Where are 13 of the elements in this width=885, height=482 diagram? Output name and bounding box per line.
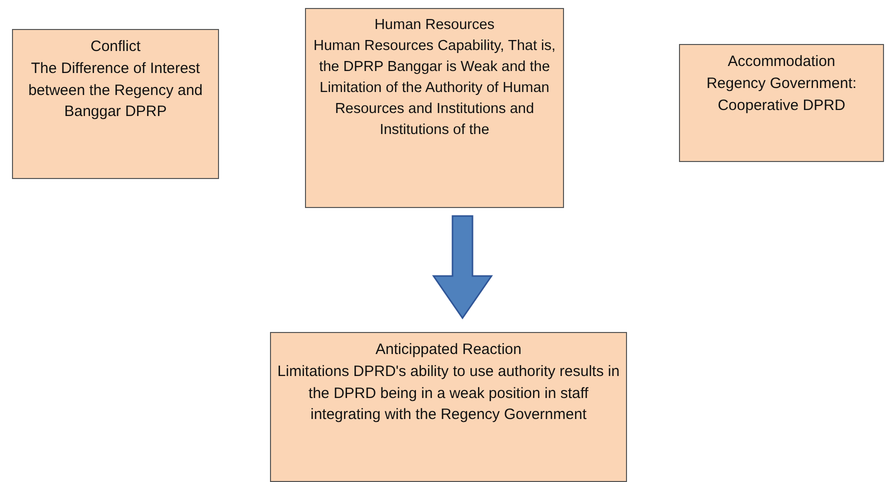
text-box [305, 8, 564, 208]
box-heading: Anticippated Reaction [374, 340, 522, 360]
box-text: Human Resources Capability, That is, the DPRP Banggar is Weak and the Limitation of the Authority of Human Resources and Institutions and Institutions of the [312, 37, 557, 140]
text-box [12, 29, 219, 179]
text-box [270, 332, 627, 482]
box-heading: Accommodation [726, 52, 836, 72]
box-text: Regency Government: Cooperative DPRD [705, 74, 858, 116]
box-text: Limitations DPRD's ability to use authority results in the DPRD being in a weak position in staff integrating with the Regency Government [276, 362, 621, 426]
box-text: The Difference of Interest between the Regency and Banggar DPRP [27, 58, 204, 122]
box-heading: Conflict [89, 37, 142, 57]
box-heading: Human Resources [373, 16, 496, 35]
block-arrow [432, 215, 493, 320]
text-box [679, 44, 884, 162]
